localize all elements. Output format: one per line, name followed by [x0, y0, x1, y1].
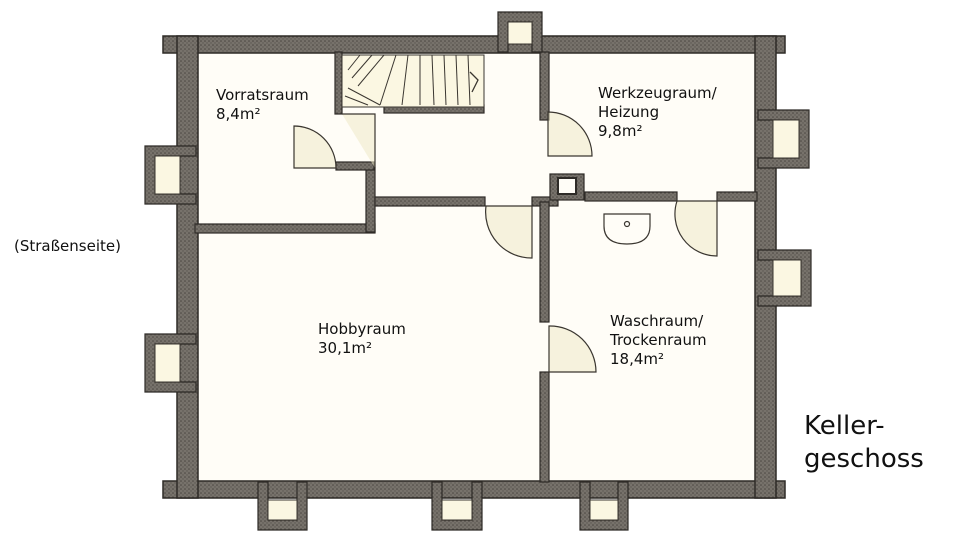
- room-name: Werkzeugraum/: [598, 84, 717, 102]
- room-name: Waschraum/: [610, 312, 704, 330]
- street-side-label: (Straßenseite): [14, 237, 121, 256]
- interior-walls: [194, 51, 758, 483]
- room-name: Hobbyraum: [318, 320, 406, 338]
- room-area: 18,4m²: [610, 350, 665, 368]
- street-side-text: (Straßenseite): [14, 237, 121, 255]
- floor-title-line1: Keller-: [804, 411, 885, 441]
- floor-title: Keller- geschoss: [804, 410, 924, 476]
- floor-title-line2: geschoss: [804, 444, 924, 474]
- washbasin-icon: [603, 213, 651, 245]
- staircase: [341, 54, 485, 108]
- window-panes: [154, 21, 802, 521]
- room-name-line2: Trockenraum: [610, 331, 707, 349]
- room-area: 9,8m²: [598, 122, 643, 140]
- interior-floor: [180, 52, 760, 482]
- room-area: 8,4m²: [216, 105, 261, 123]
- room-label-vorratsraum: Vorratsraum 8,4m²: [216, 86, 309, 124]
- room-name-line2: Heizung: [598, 103, 660, 121]
- room-label-werkzeugraum: Werkzeugraum/ Heizung 9,8m²: [598, 84, 717, 141]
- room-area: 30,1m²: [318, 339, 373, 357]
- room-label-waschraum: Waschraum/ Trockenraum 18,4m²: [610, 312, 707, 369]
- door-swings: [293, 111, 718, 373]
- chimney: [557, 177, 577, 195]
- room-label-hobbyraum: Hobbyraum 30,1m²: [318, 320, 406, 358]
- room-name: Vorratsraum: [216, 86, 309, 104]
